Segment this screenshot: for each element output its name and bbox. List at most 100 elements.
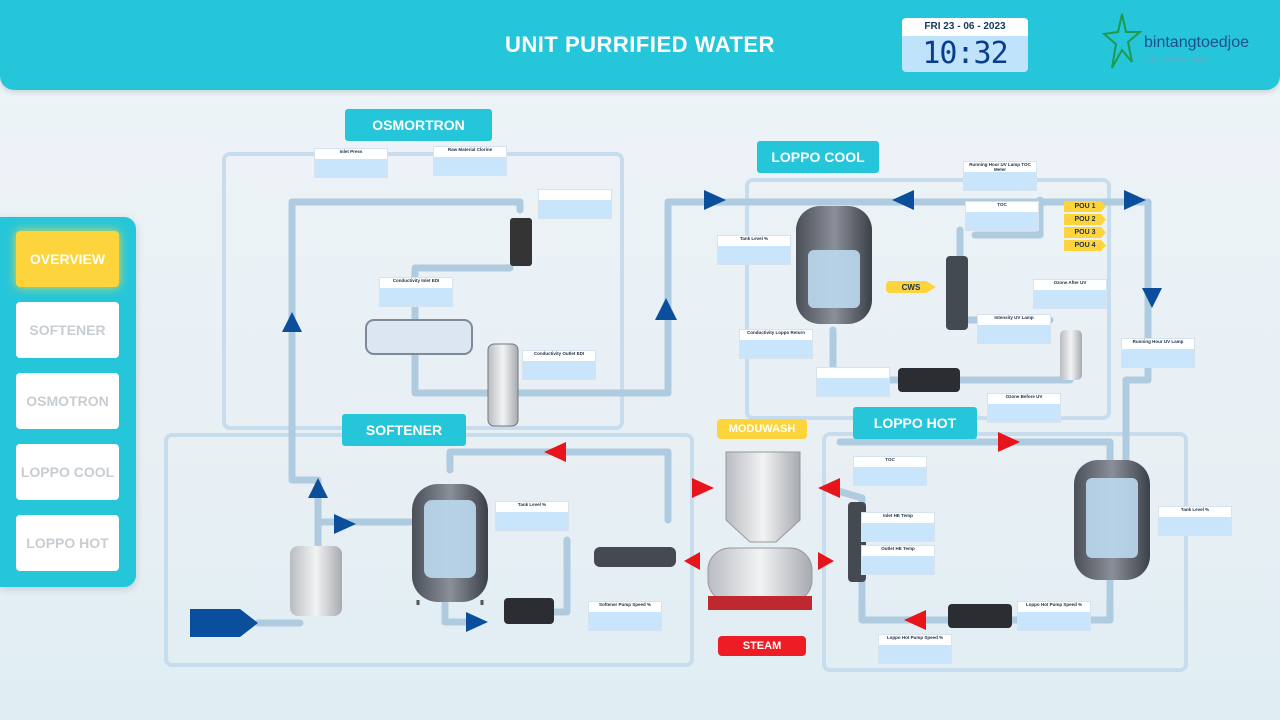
hot-return-pipe (824, 484, 1114, 624)
pou-4-tag: POU 4 (1064, 240, 1106, 251)
flow-arrows-blue (190, 190, 1162, 637)
indicator-value (964, 172, 1036, 190)
top-header-bar: UNIT PURRIFIED WATER FRI 23 - 06 - 2023 … (0, 0, 1280, 90)
loppo-cool-tank (796, 206, 872, 324)
indicator-toc-hot: TOC (853, 456, 927, 486)
steam-boiler (707, 547, 813, 603)
sidebar-item-loppo-cool[interactable]: LOPPO COOL (16, 444, 119, 500)
page-title: UNIT PURRIFIED WATER (505, 32, 775, 57)
indicator-label: Loppo Hot Pump Speed % (879, 635, 951, 645)
pou-pipe (971, 196, 1044, 239)
indicator-running-hour-toc: Running Hour UV Lamp TOC Meter (963, 161, 1037, 191)
indicator-value (539, 200, 611, 218)
date-label: FRI 23 - 06 - 2023 (902, 18, 1028, 36)
sidebar-nav: OVERVIEW SOFTENER OSMOTRON LOPPO COOL LO… (0, 217, 136, 587)
edi-unit (365, 319, 473, 355)
indicator-value (879, 645, 951, 663)
indicator-value (434, 157, 506, 175)
indicator-osmotron-blank (538, 189, 612, 219)
steam-base (708, 596, 812, 610)
pou-1-tag: POU 1 (1064, 201, 1106, 212)
indicator-value (1018, 612, 1090, 630)
indicator-label: Ozone Before UV (988, 394, 1060, 404)
osmotron-pump (510, 218, 532, 266)
indicator-conductivity-inlet-edi: Conductivity Inlet EDI (379, 277, 453, 307)
indicator-value (966, 212, 1038, 230)
indicator-inlet-press: Inlet Press (314, 148, 388, 178)
indicator-value (854, 467, 926, 485)
indicator-loppo-hot-pump-speed-1: Loppo Hot Pump Speed % (1017, 601, 1091, 631)
indicator-tank-level-cool: Tank Level % (717, 235, 791, 265)
company-logo: bintangtoedjoe A Kalbe Company (1101, 12, 1262, 76)
indicator-label: Softener Pump Speed % (589, 602, 661, 612)
indicator-label: Tank Level % (718, 236, 790, 246)
section-label-softener: SOFTENER (342, 414, 466, 446)
uv-lamp (1060, 330, 1082, 380)
indicator-ozone-after-uv: Ozone After UV (1033, 279, 1107, 309)
indicator-label: Outlet HE Temp (862, 546, 934, 556)
loppo-cool-pump (898, 368, 960, 392)
indicator-raw-material-clorine: Raw Material Clorine (433, 146, 507, 176)
moduwash-vessel (725, 451, 801, 543)
indicator-label (817, 368, 889, 378)
indicator-value (523, 361, 595, 379)
indicator-value (817, 378, 889, 396)
section-label-loppo-hot: LOPPO HOT (853, 407, 977, 439)
indicator-value (589, 612, 661, 630)
indicator-tank-level-hot: Tank Level % (1158, 506, 1232, 536)
moduwash-label: MODUWASH (717, 419, 807, 439)
softener-tank (412, 484, 488, 605)
main-up-pipe (288, 198, 524, 549)
sidebar-item-osmotron[interactable]: OSMOTRON (16, 373, 119, 429)
indicator-intensity-uv-lamp: Intensity UV Lamp (977, 314, 1051, 344)
loppo-hot-frame (822, 432, 1188, 672)
osmotron-out-pipe (411, 198, 764, 397)
indicator-label: Inlet Press (315, 149, 387, 159)
indicator-value (1034, 290, 1106, 308)
indicator-value (1159, 517, 1231, 535)
star-logo-icon (1101, 13, 1143, 69)
indicator-value (718, 246, 790, 264)
indicator-label: Conductivity Outlet EDI (523, 351, 595, 361)
indicator-outlet-he-temp: Outlet HE Temp (861, 545, 935, 575)
indicator-label: TOC (854, 457, 926, 467)
heat-exchanger (594, 547, 676, 567)
indicator-value (978, 325, 1050, 343)
indicator-label: TOC (966, 202, 1038, 212)
indicator-label (539, 190, 611, 200)
indicator-label: Ozone After UV (1034, 280, 1106, 290)
indicator-value (380, 288, 452, 306)
indicator-running-hour-uv-lamp: Running Hour UV Lamp (1121, 338, 1195, 368)
flow-arrows-red (544, 432, 1020, 630)
indicator-value (988, 404, 1060, 422)
indicator-label: Inlet HE Temp (862, 513, 934, 523)
logo-name: bintangtoedjoe (1144, 34, 1249, 51)
indicator-value (862, 523, 934, 541)
sidebar-item-loppo-hot[interactable]: LOPPO HOT (16, 515, 119, 571)
indicator-label: Conductivity Inlet EDI (380, 278, 452, 288)
indicator-label: Conductivity Loppo Return (740, 330, 812, 340)
sidebar-item-softener[interactable]: SOFTENER (16, 302, 119, 358)
indicator-loppo-cool-blank (816, 367, 890, 397)
indicator-label: Raw Material Clorine (434, 147, 506, 157)
indicator-tank-level-softener: Tank Level % (495, 501, 569, 531)
indicator-value (1122, 349, 1194, 367)
section-label-loppo-cool: LOPPO COOL (757, 141, 879, 173)
indicator-label: Running Hour UV Lamp (1122, 339, 1194, 349)
indicator-toc-cool: TOC (965, 201, 1039, 231)
indicator-label: Running Hour UV Lamp TOC Meter (964, 162, 1036, 172)
indicator-label: Loppo Hot Pump Speed % (1018, 602, 1090, 612)
raw-water-filter (290, 546, 342, 616)
indicator-label: Intensity UV Lamp (978, 315, 1050, 325)
indicator-value (496, 512, 568, 530)
time-label: 10:32 (922, 36, 1008, 71)
loppo-hot-tank (1074, 460, 1150, 580)
indicator-label: Tank Level % (1159, 507, 1231, 517)
steam-label: STEAM (718, 636, 806, 656)
indicator-conductivity-loppo-return: Conductivity Loppo Return (739, 329, 813, 359)
pou-3-tag: POU 3 (1064, 227, 1106, 238)
sidebar-item-overview[interactable]: OVERVIEW (16, 231, 119, 287)
indicator-softener-pump-speed: Softener Pump Speed % (588, 601, 662, 631)
indicator-value (315, 159, 387, 177)
logo-subtitle: A Kalbe Company (1144, 55, 1209, 64)
